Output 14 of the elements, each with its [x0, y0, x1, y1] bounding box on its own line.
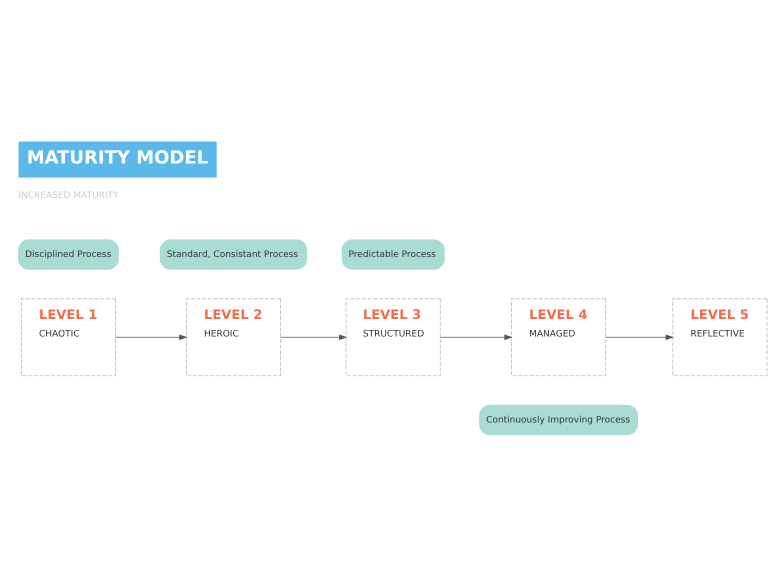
- arrow: [115, 334, 188, 340]
- node-box: LEVEL 3 STRUCTURED: [346, 298, 441, 376]
- arrow: [440, 334, 513, 340]
- node-box: Standard, Consistant Process: [160, 239, 308, 270]
- arrow: [605, 334, 674, 340]
- node-box: Predictable Process: [342, 239, 445, 270]
- node-box: Continuously Improving Process: [479, 404, 638, 436]
- node-box: LEVEL 1 CHAOTIC: [20, 298, 116, 376]
- node-box: LEVEL 5 REFLECTIVE: [672, 298, 768, 376]
- node-box: LEVEL 2 HEROIC: [186, 298, 281, 376]
- node-box: LEVEL 4 MANAGED: [511, 298, 606, 376]
- node-box: Disciplined Process: [18, 239, 119, 270]
- arrow: [280, 334, 348, 340]
- diagram-title: MATURITY MODEL: [26, 147, 208, 168]
